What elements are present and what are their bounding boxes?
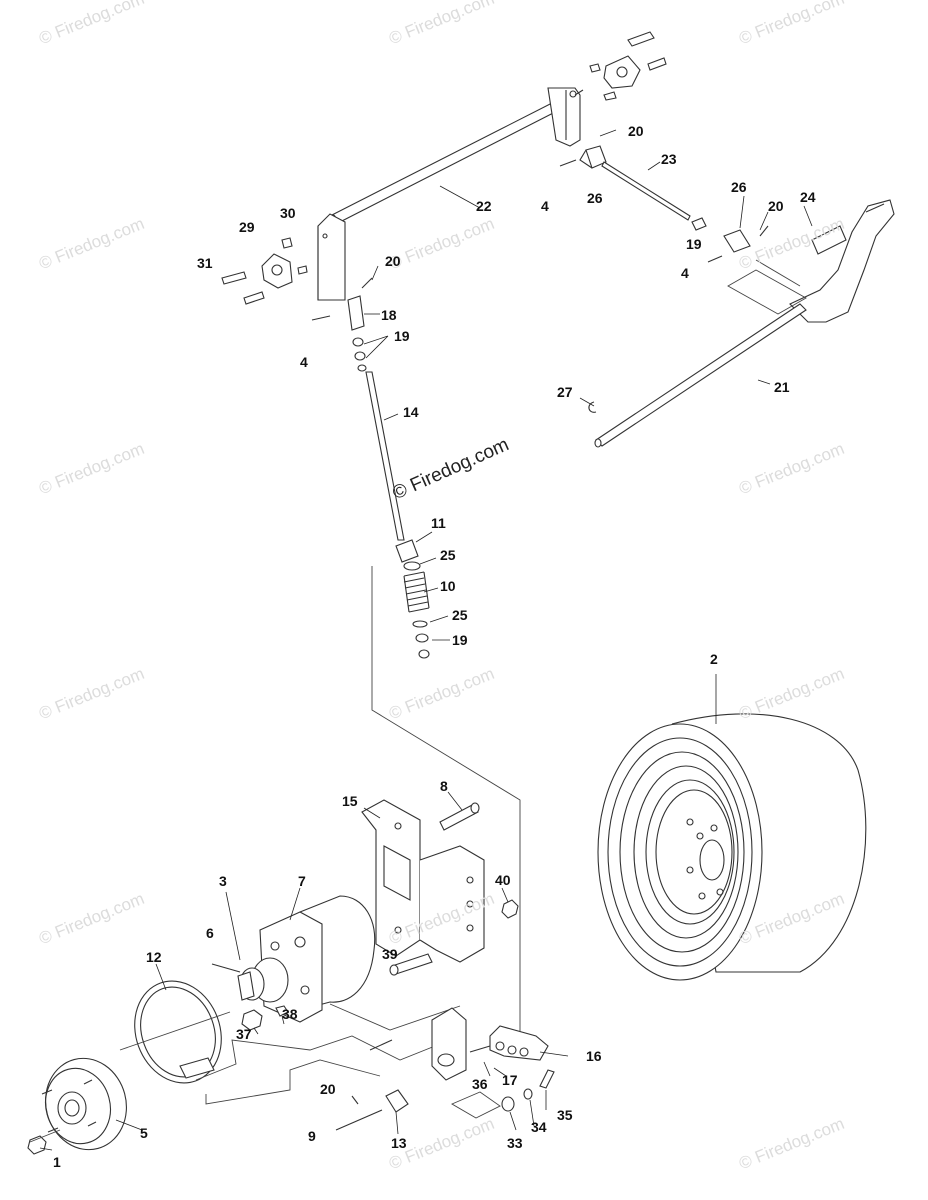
left-flange xyxy=(221,237,308,305)
callout-36: 36 xyxy=(472,1076,488,1092)
callout-19: 19 xyxy=(452,632,468,648)
callout-2: 2 xyxy=(710,651,718,667)
callout-21: 21 xyxy=(774,379,790,395)
cross-shaft xyxy=(329,99,564,226)
callout-5: 5 xyxy=(140,1125,148,1141)
callout-33: 33 xyxy=(507,1135,523,1151)
callout-8: 8 xyxy=(440,778,448,794)
callout-4: 4 xyxy=(300,354,308,370)
lower-bracket xyxy=(431,1007,491,1081)
callout-20: 20 xyxy=(385,253,401,269)
pedal-shaft xyxy=(595,303,807,447)
callout-20: 20 xyxy=(768,198,784,214)
callout-35: 35 xyxy=(557,1107,573,1123)
callout-19: 19 xyxy=(686,236,702,252)
clevis-13 xyxy=(335,1039,409,1131)
callout-4: 4 xyxy=(541,198,549,214)
callout-17: 17 xyxy=(502,1072,518,1088)
callout-24: 24 xyxy=(800,189,816,205)
rod-23 xyxy=(601,161,691,221)
callout-4: 4 xyxy=(681,265,689,281)
left-clevis xyxy=(311,277,373,372)
callout-16: 16 xyxy=(586,1048,602,1064)
right-bracket xyxy=(547,87,584,147)
brake-band xyxy=(134,980,222,1084)
callout-26: 26 xyxy=(731,179,747,195)
callout-40: 40 xyxy=(495,872,511,888)
callout-13: 13 xyxy=(391,1135,407,1151)
callout-27: 27 xyxy=(557,384,573,400)
callout-30: 30 xyxy=(280,205,296,221)
mount-plate xyxy=(361,799,485,963)
callout-34: 34 xyxy=(531,1119,547,1135)
rod-14 xyxy=(365,371,405,541)
callout-25: 25 xyxy=(452,607,468,623)
callout-9: 9 xyxy=(308,1128,316,1144)
callout-15: 15 xyxy=(342,793,358,809)
callout-23: 23 xyxy=(661,151,677,167)
callout-11: 11 xyxy=(431,515,446,531)
callout-26: 26 xyxy=(587,190,603,206)
right-clevis xyxy=(691,217,769,263)
callout-18: 18 xyxy=(381,307,397,323)
nut-40 xyxy=(501,899,519,919)
callout-19: 19 xyxy=(394,328,410,344)
lug-nut xyxy=(27,1135,47,1155)
callout-20: 20 xyxy=(320,1081,336,1097)
tire xyxy=(597,713,867,981)
callout-6: 6 xyxy=(206,925,214,941)
callout-25: 25 xyxy=(440,547,456,563)
brake-lever xyxy=(489,1025,549,1061)
callout-3: 3 xyxy=(219,873,227,889)
retaining-ring xyxy=(588,401,597,413)
callout-7: 7 xyxy=(298,873,306,889)
bottom-hardware xyxy=(451,1069,555,1119)
pedal xyxy=(789,199,895,323)
left-bracket xyxy=(317,213,346,301)
wheel-motor xyxy=(237,895,376,1023)
spring-assembly xyxy=(395,539,430,659)
brake-drum xyxy=(41,1057,127,1151)
callout-29: 29 xyxy=(239,219,255,235)
callout-14: 14 xyxy=(403,404,419,420)
leader-lines xyxy=(39,129,813,1151)
callout-31: 31 xyxy=(197,255,213,271)
pin-6 xyxy=(211,963,241,973)
callout-20: 20 xyxy=(628,123,644,139)
callout-10: 10 xyxy=(440,578,456,594)
top-flange xyxy=(589,31,667,101)
callout-12: 12 xyxy=(146,949,162,965)
callout-22: 22 xyxy=(476,198,492,214)
callout-1: 1 xyxy=(53,1154,61,1170)
callout-37: 37 xyxy=(236,1026,252,1042)
callout-38: 38 xyxy=(282,1006,298,1022)
callout-39: 39 xyxy=(382,946,398,962)
upper-clevis xyxy=(559,145,607,169)
